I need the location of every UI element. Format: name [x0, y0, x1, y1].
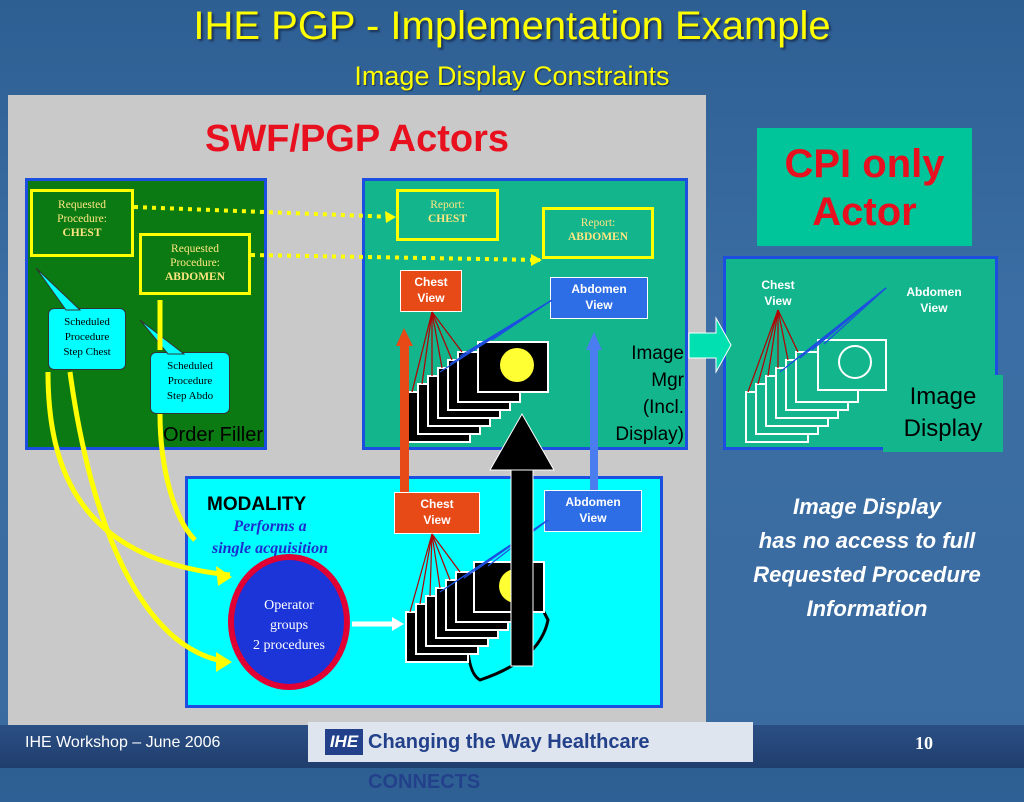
scheduled-step-abdomen: Scheduled Procedure Step Abdo: [150, 352, 230, 414]
operator-circle: Operator groups 2 procedures: [228, 554, 350, 690]
abdomen-upload-arrowhead: [586, 332, 602, 350]
requested-procedure-chest: Requested Procedure: CHEST: [30, 189, 134, 257]
modality-label: MODALITY: [207, 494, 307, 515]
requested-procedure-abdomen: Requested Procedure: ABDOMEN: [139, 233, 251, 295]
link-abdomen-report: [250, 253, 541, 262]
chest-upload-arrow: [400, 342, 409, 492]
footer-workshop-label: IHE Workshop – June 2006: [25, 734, 221, 751]
mod-abdomen-view-button[interactable]: Abdomen View: [544, 490, 642, 532]
curve-to-operator-2-arrowhead: [216, 652, 232, 672]
slide-subtitle: Image Display Constraints: [354, 61, 670, 91]
im-abdomen-links: [439, 299, 553, 373]
link-abdomen-report-arrowhead: [531, 254, 542, 266]
image-display-note: Image Display has no access to full Requ…: [753, 494, 981, 621]
abdomen-upload-arrow: [590, 346, 598, 490]
store-arrow-shaft: [510, 465, 534, 667]
mod-chest-links: [409, 533, 461, 613]
curve-to-operator-1-arrowhead: [216, 566, 232, 586]
image-display-label: Image Display: [883, 375, 1003, 452]
page-number: 10: [915, 733, 933, 753]
id-image-stack: [745, 339, 887, 443]
curve-to-operator-2: [67, 300, 229, 665]
footer-logo: Changing the Way Healthcare CONNECTS: [308, 722, 753, 793]
id-chest-view-label: Chest View: [761, 278, 795, 308]
report-chest: Report: CHEST: [396, 189, 499, 241]
curve-to-operator-1: [45, 371, 231, 578]
store-arrow-head: [489, 412, 555, 471]
mod-chest-view-button[interactable]: Chest View: [394, 492, 480, 534]
slide-title: IHE PGP - Implementation Example: [193, 4, 831, 48]
image-manager-label: Image Mgr (Incl. Display): [615, 343, 684, 445]
id-abdomen-links: [779, 287, 887, 373]
im-image-stack: [407, 341, 549, 443]
diagram-overlay: [35, 205, 887, 682]
chest-upload-arrowhead: [396, 328, 413, 346]
modality-subtitle: Performs a single acquisition: [211, 518, 329, 557]
callout-pointer-chest: [35, 267, 82, 311]
im-chest-view-button[interactable]: Chest View: [400, 270, 462, 312]
im-chest-links: [411, 311, 463, 393]
id-chest-links: [747, 309, 799, 393]
id-abdomen-view-label: Abdomen View: [906, 285, 962, 315]
transfer-arrow: [688, 316, 732, 374]
ihe-logo-mark: IHE: [325, 729, 363, 755]
order-filler-label: Order Filler: [162, 424, 263, 446]
link-chest-report-arrowhead: [385, 211, 396, 223]
cpi-only-actor-box: CPI only Actor: [757, 128, 972, 246]
scheduled-step-chest: Scheduled Procedure Step Chest: [48, 308, 126, 370]
link-chest-report: [133, 205, 395, 219]
operator-to-stack-arrowhead: [392, 617, 404, 631]
im-abdomen-view-button[interactable]: Abdomen View: [550, 277, 648, 319]
swf-pgp-heading: SWF/PGP Actors: [204, 118, 510, 160]
report-abdomen: Report: ABDOMEN: [542, 207, 654, 259]
